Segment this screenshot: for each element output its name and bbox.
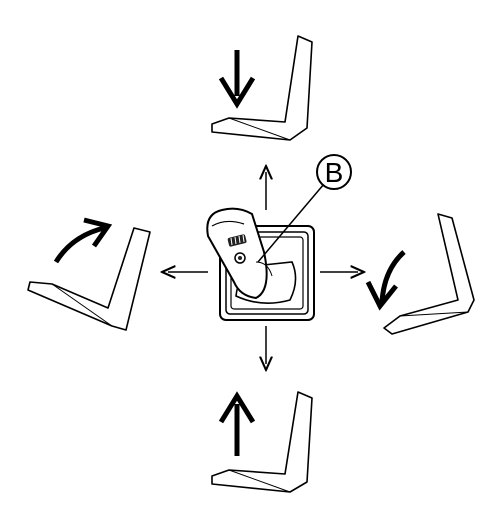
up-arrow-icon xyxy=(221,396,253,456)
joystick-grip xyxy=(207,209,272,298)
left-position-panel xyxy=(28,220,150,330)
joystick xyxy=(207,209,314,320)
top-position-panel xyxy=(212,36,312,140)
bottom-position-panel xyxy=(212,392,312,492)
callout-label: B xyxy=(325,157,344,188)
curved-clockwise-down-arrow-icon xyxy=(368,252,404,306)
right-position-panel xyxy=(368,214,474,334)
curved-clockwise-arrow-icon xyxy=(56,220,108,262)
down-arrow-icon xyxy=(221,50,253,104)
